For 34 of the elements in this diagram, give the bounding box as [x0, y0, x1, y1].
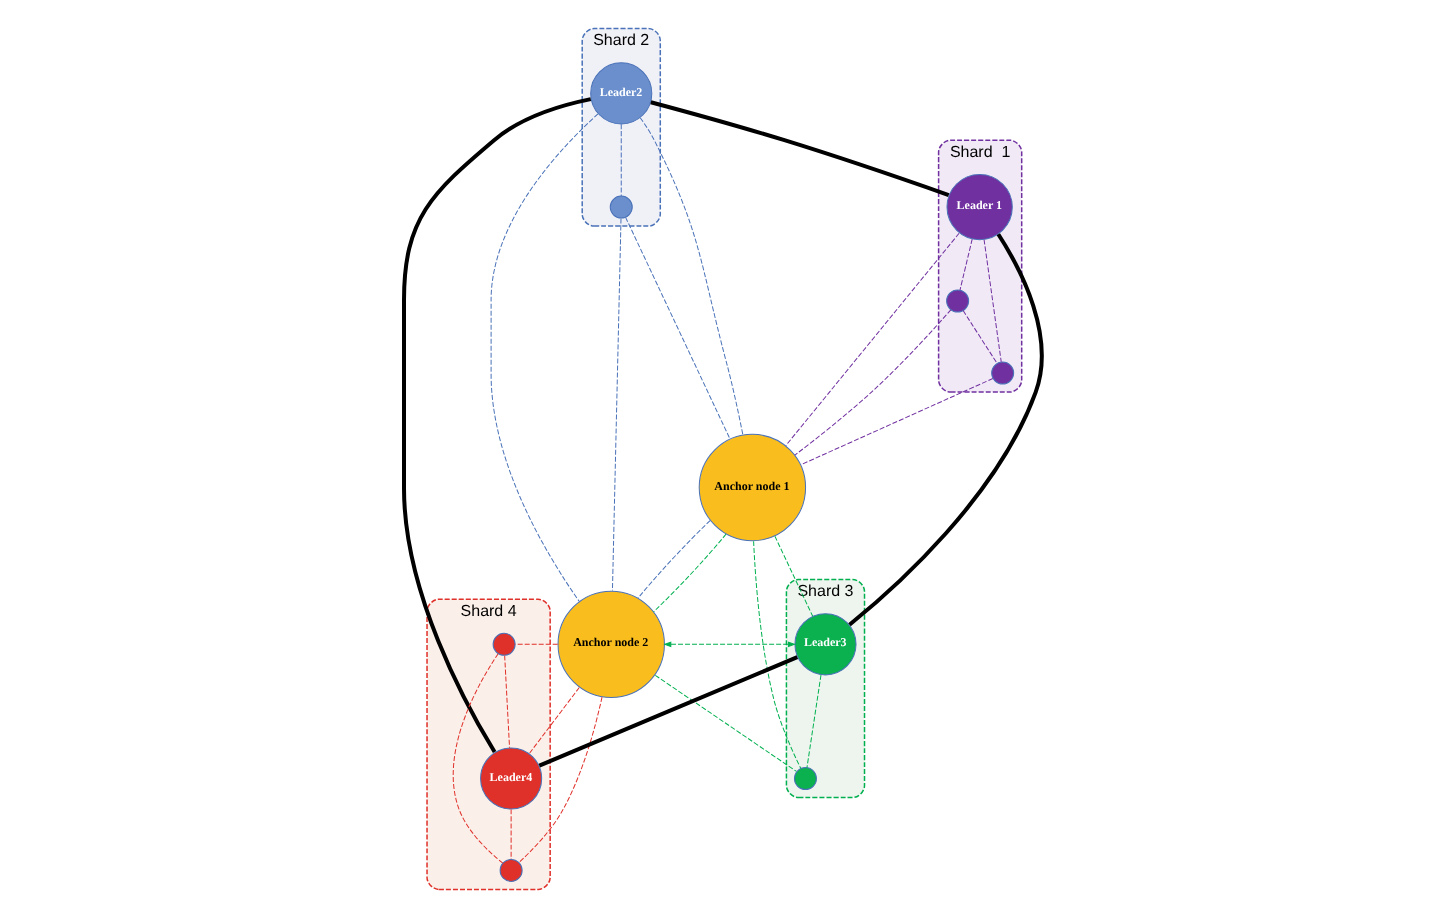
connector: [513, 643, 558, 645]
connector: [652, 533, 726, 613]
connector: [503, 655, 510, 749]
node-circle: [990, 361, 1014, 385]
connector: [610, 217, 621, 592]
connector: [752, 540, 801, 769]
connector: [517, 696, 602, 863]
connector: [847, 233, 1043, 627]
connector: [793, 309, 951, 456]
connector: [773, 535, 813, 617]
arrow: [663, 641, 794, 647]
connector: [638, 117, 743, 436]
connector: [799, 378, 993, 466]
connector: [961, 310, 997, 364]
connector: [401, 97, 591, 754]
connector: [982, 239, 1001, 363]
node-circle: [491, 632, 515, 656]
connector: [958, 238, 972, 291]
connector: [805, 674, 821, 769]
node-circle: [498, 858, 522, 882]
connector: [624, 216, 730, 440]
node-circle: [608, 195, 632, 219]
connector: [619, 123, 621, 197]
connector: [527, 687, 579, 754]
connector: [653, 674, 796, 772]
connector: [509, 808, 511, 860]
connector: [636, 520, 710, 599]
connector: [537, 655, 798, 768]
connector: [649, 100, 949, 197]
connector: [784, 232, 959, 447]
node-circle: [945, 289, 969, 313]
connector: [451, 653, 503, 864]
connector: [489, 113, 598, 602]
node-circle: [792, 767, 816, 791]
